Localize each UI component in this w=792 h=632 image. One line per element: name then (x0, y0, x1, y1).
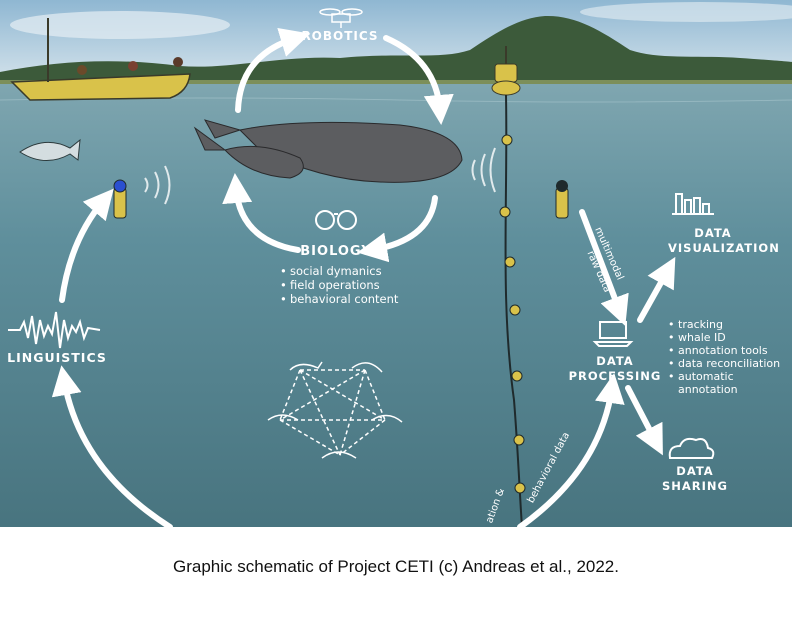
cloud-icon (668, 437, 715, 459)
biology-item: field operations (280, 278, 398, 292)
robotics-label: ROBOTICS (301, 29, 379, 43)
processing-item: data reconciliation (668, 357, 780, 370)
illustration-canvas (0, 0, 792, 527)
research-boat (10, 18, 191, 101)
biology-label: BIOLOGY (300, 244, 372, 259)
drone-icon (319, 8, 363, 28)
fish-icon (19, 138, 81, 161)
tag-device-icon (113, 179, 127, 219)
processing-item: whale ID (668, 331, 780, 344)
hydrophone-array (499, 134, 526, 494)
biology-item: behavioral content (280, 292, 398, 306)
data-processing-label: DATA PROCESSING (568, 354, 662, 383)
sperm-whales (193, 119, 463, 183)
biology-list: social dymanics field operations behavio… (280, 264, 398, 306)
binoculars-icon (315, 210, 357, 230)
buoy (491, 46, 521, 96)
linguistics-label: LINGUISTICS (7, 350, 107, 365)
tag-device-icon (555, 180, 569, 219)
processing-item: annotation tools (668, 344, 780, 357)
ceti-illustration: ROBOTICS BIOLOGY social dymanics field o… (0, 0, 792, 527)
processing-item: automatic annotation (668, 370, 770, 396)
data-sharing-label: DATA SHARING (661, 464, 728, 493)
network-whale-icons (267, 361, 403, 459)
cycle-arrows (51, 28, 676, 527)
figure-caption: Graphic schematic of Project CETI (c) An… (173, 557, 619, 576)
processing-item: tracking (668, 318, 780, 331)
waveform-icon (8, 311, 101, 349)
data-visualization-label: DATA VISUALIZATION (668, 226, 780, 255)
biology-item: social dymanics (280, 264, 398, 278)
processing-list: tracking whale ID annotation tools data … (668, 318, 780, 396)
sound-wave-icon (144, 147, 496, 205)
bar-chart-icon (672, 193, 714, 215)
mountains (0, 15, 792, 86)
